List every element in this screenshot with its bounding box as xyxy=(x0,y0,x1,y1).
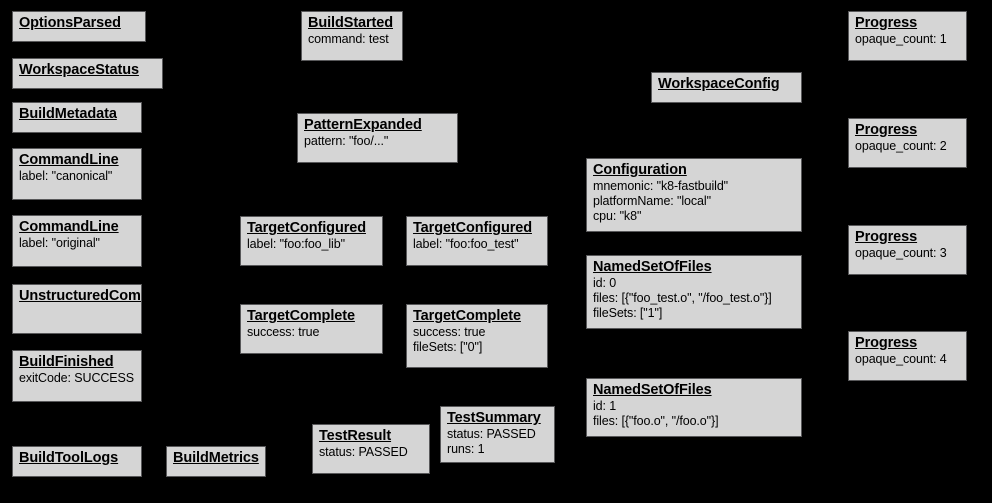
node-title: TestResult xyxy=(319,428,392,444)
node-title: PatternExpanded xyxy=(304,117,422,133)
node-attribute-list: success: true xyxy=(247,325,377,340)
node-attribute-list: label: "canonical" xyxy=(19,169,136,184)
node-attribute-list: mnemonic: "k8-fastbuild"platformName: "l… xyxy=(593,179,796,224)
node-title: WorkspaceStatus xyxy=(19,62,139,78)
node-workspace-config[interactable]: WorkspaceConfig xyxy=(651,72,802,103)
node-title: Progress xyxy=(855,335,918,351)
node-attribute: fileSets: ["0"] xyxy=(413,340,483,354)
node-attribute: command: test xyxy=(308,32,389,46)
node-title: BuildToolLogs xyxy=(19,450,119,466)
node-title: BuildStarted xyxy=(308,15,394,31)
node-attribute-list: exitCode: SUCCESS xyxy=(19,371,136,386)
node-attribute-list: opaque_count: 3 xyxy=(855,246,961,261)
node-attribute: label: "foo:foo_test" xyxy=(413,237,519,251)
node-unstructured-command-line[interactable]: UnstructuredCommandLine xyxy=(12,284,142,334)
node-build-metrics[interactable]: BuildMetrics xyxy=(166,446,266,477)
node-title: Progress xyxy=(855,15,918,31)
node-attribute-list: command: test xyxy=(308,32,397,47)
node-title: TestSummary xyxy=(447,410,541,426)
node-attribute: exitCode: SUCCESS xyxy=(19,371,135,385)
node-attribute-list: pattern: "foo/..." xyxy=(304,134,452,149)
node-title: TargetComplete xyxy=(413,308,521,324)
node-attribute: id: 1 xyxy=(593,399,617,413)
node-attribute: files: [{"foo.o", "/foo.o"}] xyxy=(593,414,719,428)
node-title: Progress xyxy=(855,122,918,138)
node-title: NamedSetOfFiles xyxy=(593,259,712,275)
node-workspace-status[interactable]: WorkspaceStatus xyxy=(12,58,163,89)
node-title: BuildMetrics xyxy=(173,450,259,466)
node-attribute: label: "foo:foo_lib" xyxy=(247,237,345,251)
node-title: BuildFinished xyxy=(19,354,114,370)
node-attribute: platformName: "local" xyxy=(593,194,711,208)
node-title: OptionsParsed xyxy=(19,15,121,31)
node-build-metadata[interactable]: BuildMetadata xyxy=(12,102,142,133)
node-attribute: fileSets: ["1"] xyxy=(593,306,663,320)
node-attribute: mnemonic: "k8-fastbuild" xyxy=(593,179,729,193)
node-attribute: opaque_count: 1 xyxy=(855,32,947,46)
node-attribute-list: label: "foo:foo_lib" xyxy=(247,237,377,252)
node-attribute-list: status: PASSED xyxy=(319,445,424,460)
node-title: Configuration xyxy=(593,162,687,178)
node-attribute-list: opaque_count: 1 xyxy=(855,32,961,47)
node-build-tool-logs[interactable]: BuildToolLogs xyxy=(12,446,142,477)
node-attribute-list: label: "original" xyxy=(19,236,136,251)
node-title: TargetComplete xyxy=(247,308,355,324)
node-attribute-list: label: "foo:foo_test" xyxy=(413,237,542,252)
node-attribute: opaque_count: 3 xyxy=(855,246,947,260)
node-attribute: opaque_count: 4 xyxy=(855,352,947,366)
node-title: CommandLine xyxy=(19,219,119,235)
node-title: TargetConfigured xyxy=(247,220,366,236)
node-attribute: label: "original" xyxy=(19,236,100,250)
node-attribute: opaque_count: 2 xyxy=(855,139,947,153)
node-title: BuildMetadata xyxy=(19,106,117,122)
node-attribute: label: "canonical" xyxy=(19,169,113,183)
node-attribute-list: opaque_count: 2 xyxy=(855,139,961,154)
node-attribute: id: 0 xyxy=(593,276,617,290)
node-options-parsed[interactable]: OptionsParsed xyxy=(12,11,146,42)
node-attribute: success: true xyxy=(247,325,320,339)
node-title: WorkspaceConfig xyxy=(658,76,780,92)
node-attribute: cpu: "k8" xyxy=(593,209,642,223)
node-attribute-list: opaque_count: 4 xyxy=(855,352,961,367)
node-attribute: files: [{"foo_test.o", "/foo_test.o"}] xyxy=(593,291,772,305)
node-attribute: status: PASSED xyxy=(447,427,536,441)
node-attribute: success: true xyxy=(413,325,486,339)
node-title: Progress xyxy=(855,229,918,245)
node-title: CommandLine xyxy=(19,152,119,168)
node-attribute: status: PASSED xyxy=(319,445,408,459)
node-attribute: pattern: "foo/..." xyxy=(304,134,389,148)
node-title: TargetConfigured xyxy=(413,220,532,236)
node-title: UnstructuredCommandLine xyxy=(19,288,141,304)
node-title: NamedSetOfFiles xyxy=(593,382,712,398)
node-attribute: runs: 1 xyxy=(447,442,485,456)
